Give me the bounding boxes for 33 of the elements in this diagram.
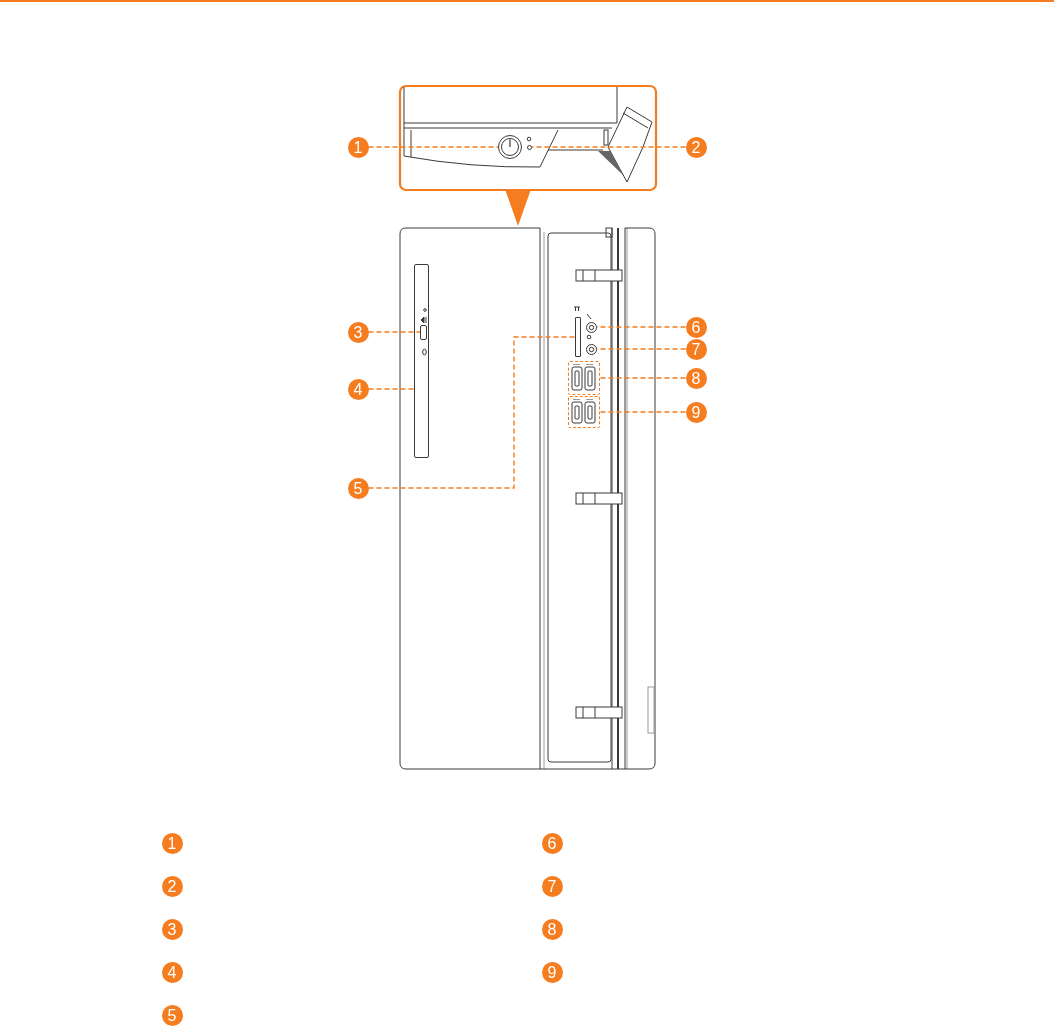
callout-number: 6: [541, 832, 563, 854]
callout-number: 3: [347, 321, 369, 343]
optical-drive: [414, 264, 429, 458]
card-reader-slot: [575, 317, 581, 357]
callout-number: 7: [685, 338, 707, 360]
leader-line: [595, 348, 687, 350]
usb-port-pair: [568, 396, 600, 428]
leader-line: [367, 388, 415, 390]
leader-line: [599, 411, 687, 413]
callout-number: 9: [541, 961, 563, 983]
callout-number: 1: [161, 832, 183, 854]
callout-number: 5: [161, 1004, 183, 1026]
callout-number: 4: [347, 378, 369, 400]
leader-line: [530, 146, 687, 148]
callout-number: 1: [347, 136, 369, 158]
callout-number: 9: [685, 401, 707, 423]
power-button: [498, 135, 522, 159]
callout-number: 4: [161, 961, 183, 983]
leader-line: [367, 331, 421, 333]
usb-port-pair: [568, 361, 600, 395]
leader-line: [367, 146, 499, 148]
callout-number: 2: [161, 875, 183, 897]
callout-number: 8: [685, 367, 707, 389]
eject-button: [420, 324, 427, 340]
callout-number: 7: [541, 875, 563, 897]
callout-number: 3: [161, 918, 183, 940]
leader-line: [599, 377, 687, 379]
callout-number: 8: [541, 918, 563, 940]
leader-line: [367, 336, 576, 489]
callout-number: 5: [347, 477, 369, 499]
callout-number: 6: [685, 316, 707, 338]
callout-number: 2: [685, 136, 707, 158]
leader-line: [595, 326, 687, 328]
